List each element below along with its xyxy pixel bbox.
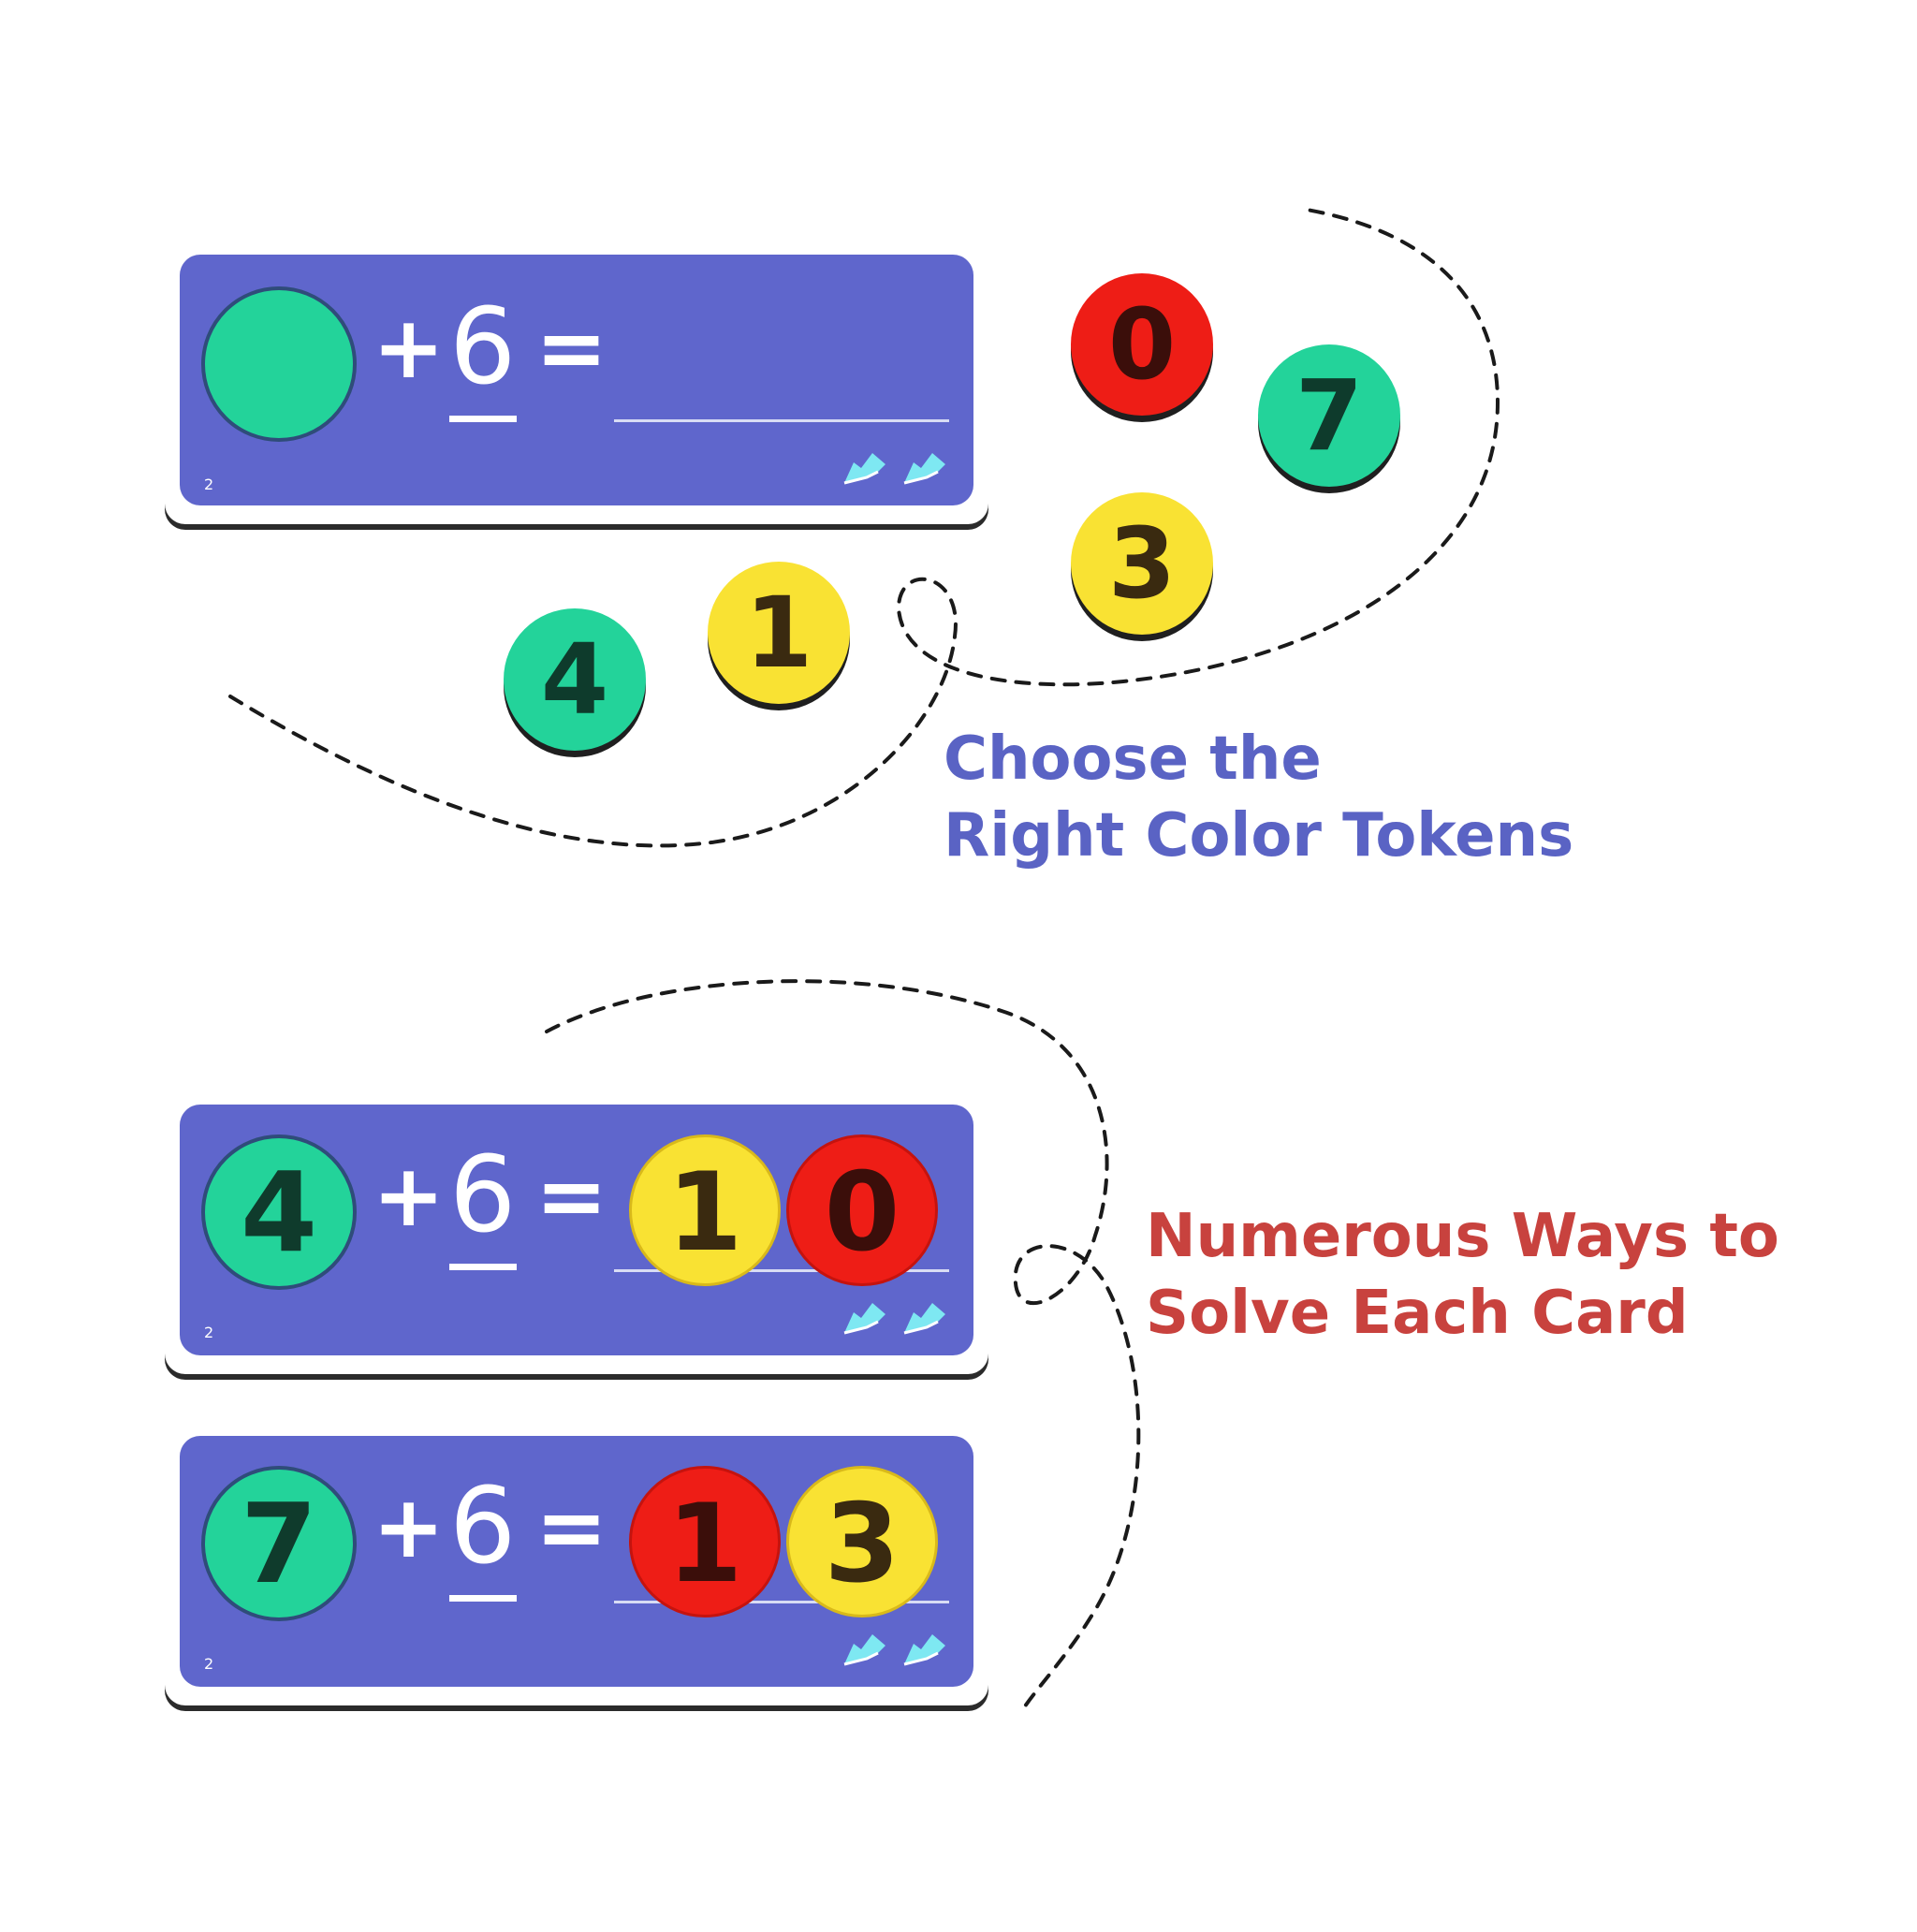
shoe-icon [843,453,885,485]
caption-line: Choose the [944,724,1322,794]
second-operand: 6 [449,286,517,408]
token-green-7[interactable]: 7 [1258,344,1400,487]
token-red-0[interactable]: 0 [1071,273,1213,416]
shoe-icon [903,1303,945,1335]
caption-line: Numerous Ways to [1146,1202,1779,1271]
shoe-icon [903,453,945,485]
answer-tens-token[interactable]: 1 [629,1466,781,1617]
caption-line: Solve Each Card [1146,1279,1689,1348]
token-yellow-1[interactable]: 1 [708,562,850,704]
plus-sign: + [373,1477,446,1577]
shoe-icon [903,1634,945,1666]
answer-line [614,419,949,422]
empty-green-slot[interactable] [201,286,357,442]
second-operand: 6 [449,1134,517,1256]
card-number: 2 [204,476,214,493]
shoe-icon [843,1634,885,1666]
plus-sign: + [373,1146,446,1246]
operand-underline [449,1595,517,1602]
answer-tens-token[interactable]: 1 [629,1134,781,1286]
plus-sign: + [373,298,446,398]
first-operand-token[interactable]: 4 [201,1134,357,1290]
operand-underline [449,416,517,422]
first-operand-token[interactable]: 7 [201,1466,357,1621]
token-green-4[interactable]: 4 [504,608,646,751]
answer-line [614,1601,949,1603]
answer-line [614,1269,949,1272]
caption-line: Right Color Tokens [944,801,1574,871]
card-number: 2 [204,1655,214,1673]
equals-sign: = [535,1146,608,1246]
caption-choose-tokens: Choose the Right Color Tokens [944,721,1573,874]
answer-ones-token[interactable]: 0 [786,1134,938,1286]
answer-ones-token[interactable]: 3 [786,1466,938,1617]
caption-numerous-ways: Numerous Ways to Solve Each Card [1146,1198,1779,1352]
token-yellow-3[interactable]: 3 [1071,492,1213,635]
shoe-icon [843,1303,885,1335]
equals-sign: = [535,298,608,398]
equals-sign: = [535,1477,608,1577]
card-number: 2 [204,1324,214,1341]
second-operand: 6 [449,1466,517,1588]
operand-underline [449,1264,517,1270]
